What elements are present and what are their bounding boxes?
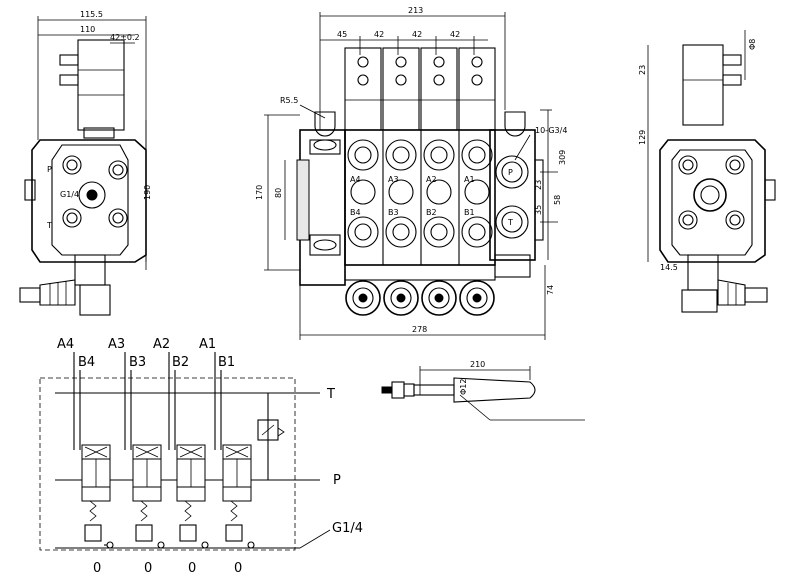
dim-80: 80 [274,188,283,198]
dim-42a: 42 [374,30,384,39]
dim-r5-5: R5.5 [280,96,298,105]
dim-23: 23 [534,180,543,190]
schematic-b4: B4 [78,355,95,370]
schematic-zero-1: 0 [234,561,242,576]
port-b1: B1 [464,208,475,217]
dim-42c: 42 [450,30,460,39]
dim-278: 278 [412,325,427,334]
label-t-left: T [46,221,52,230]
port-a4: A4 [350,175,361,184]
port-a1: A1 [464,175,475,184]
port-b4: B4 [350,208,361,217]
label-g14-left: G1/4 [60,190,79,199]
dim-213: 213 [408,6,423,15]
dim-129: 129 [638,130,647,145]
port-t: T [507,218,513,227]
schematic-b3: B3 [129,355,146,370]
schematic-b1: B1 [218,355,235,370]
dim-42: 42±0.2 [110,33,140,42]
schematic-a1: A1 [199,337,216,352]
schematic-t-label: T [326,387,335,402]
port-a2: A2 [426,175,437,184]
dim-35: 35 [534,205,543,215]
dim-10-g34: 10-G3/4 [535,126,567,135]
front-view: 213 45 42 42 42 R5.5 [255,6,567,340]
dim-115-5: 115.5 [80,10,103,19]
port-b3: B3 [388,208,399,217]
dim-74: 74 [546,285,555,295]
valve-section-1: 0 [214,352,255,576]
left-side-view: 115.5 110 42±0.2 190 P G1/4 T [19,10,152,316]
dim-42b: 42 [412,30,422,39]
dim-phi8: Φ8 [748,39,757,50]
schematic-b2: B2 [172,355,189,370]
dim-190: 190 [143,185,152,200]
hydraulic-schematic: T P G1/4 A4 A3 A2 A1 B4 B3 B2 B1 [39,337,363,576]
right-side-view: Φ8 23 129 14.5 [638,30,776,313]
dim-309: 309 [558,150,567,165]
dim-170: 170 [255,185,264,200]
dim-phi12: Φ12 [459,379,468,395]
dim-45: 45 [337,30,347,39]
dim-210: 210 [470,360,485,369]
schematic-zero-3: 0 [144,561,152,576]
schematic-a3: A3 [108,337,125,352]
schematic-a2: A2 [153,337,170,352]
handle-detail: 210 Φ12 [381,360,585,421]
valve-section-3: 0 [124,352,165,576]
schematic-zero-2: 0 [188,561,196,576]
schematic-g14-label: G1/4 [332,521,363,536]
dim-14-5: 14.5 [660,263,678,272]
dim-23-right: 23 [638,65,647,75]
port-p: P [508,168,513,177]
valve-section-4: 0 [73,352,114,576]
port-a3: A3 [388,175,399,184]
dim-110: 110 [80,25,95,34]
schematic-zero-4: 0 [93,561,101,576]
label-p-left: P [47,165,52,174]
valve-section-2: 0 [168,352,209,576]
dim-58: 58 [553,195,562,205]
schematic-a4: A4 [57,337,74,352]
schematic-p-label: P [333,473,341,488]
port-b2: B2 [426,208,437,217]
